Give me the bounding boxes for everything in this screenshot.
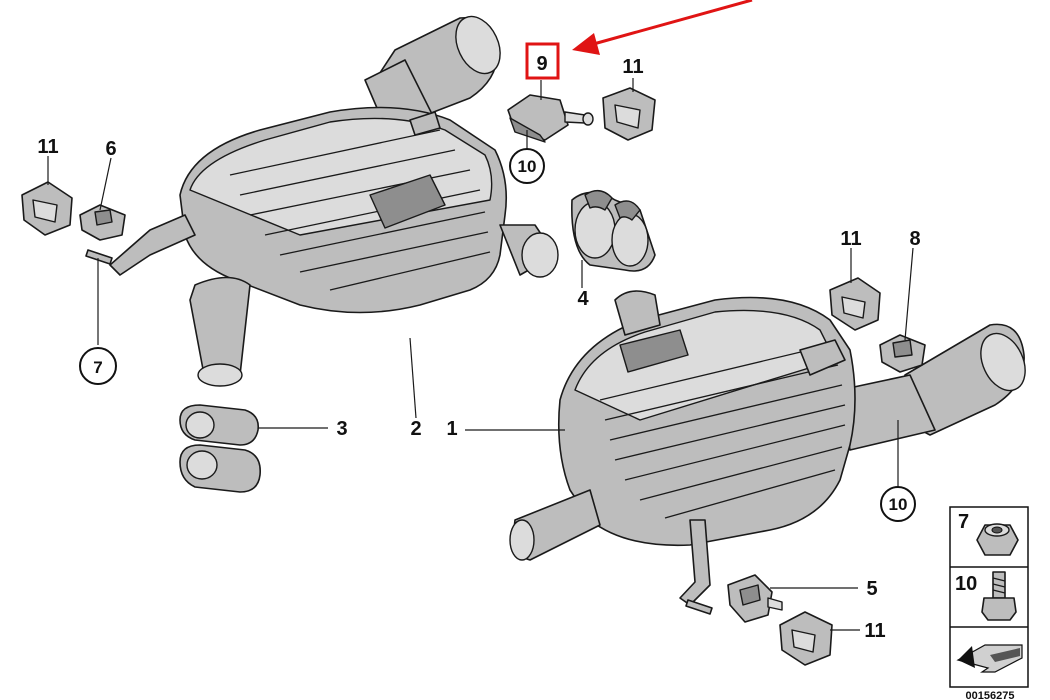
rear-silencer-left <box>109 15 559 387</box>
callout-4: 4 <box>577 288 589 310</box>
callout-8: 8 <box>909 228 920 250</box>
callout-6: 6 <box>105 138 116 160</box>
legend-box: 7 10 <box>949 506 1029 688</box>
callout-circle-7 <box>79 347 117 385</box>
callout-1: 1 <box>446 418 457 440</box>
drawing-code: 00156275 <box>966 690 1015 700</box>
part-11-hanger-bottom <box>779 611 833 666</box>
callout-5: 5 <box>866 578 877 600</box>
callout-circle-10 <box>509 148 545 184</box>
part-6-bracket <box>79 204 126 241</box>
highlight-arrow <box>572 0 753 55</box>
callout-9: 9 <box>536 53 547 75</box>
callout-7: 7 <box>93 358 102 377</box>
legend-label-10: 10 <box>955 573 977 595</box>
part-11-hanger-right <box>829 277 881 331</box>
part-8-bracket <box>879 334 926 373</box>
callout-11: 11 <box>622 56 643 78</box>
callout-11-bottom: 11 <box>864 620 885 642</box>
bolt-icon <box>981 571 1017 621</box>
stud-7 <box>85 249 113 265</box>
arrow-direction-icon <box>956 644 1023 673</box>
part-5-bracket <box>727 574 783 623</box>
legend-label-7: 7 <box>958 511 969 533</box>
callout-3: 3 <box>336 418 347 440</box>
callout-2: 2 <box>410 418 421 440</box>
callout-11-right: 11 <box>840 228 861 250</box>
part-3-tailpipe-trims <box>179 404 262 493</box>
rear-silencer-right <box>509 290 1026 606</box>
part-4-clamp <box>571 190 656 272</box>
callout-11-left: 11 <box>37 136 58 158</box>
part-11-hanger-top <box>602 87 656 141</box>
part-9-bracket <box>507 94 594 143</box>
callout-circle-10-right <box>880 486 916 522</box>
stud-lower <box>685 599 713 615</box>
part-11-hanger-left <box>21 181 73 236</box>
highlight-box-9 <box>525 42 560 80</box>
callout-10-right: 10 <box>889 495 908 514</box>
leader-lines <box>47 78 914 631</box>
nut-icon <box>976 523 1019 556</box>
callout-10: 10 <box>518 157 537 176</box>
